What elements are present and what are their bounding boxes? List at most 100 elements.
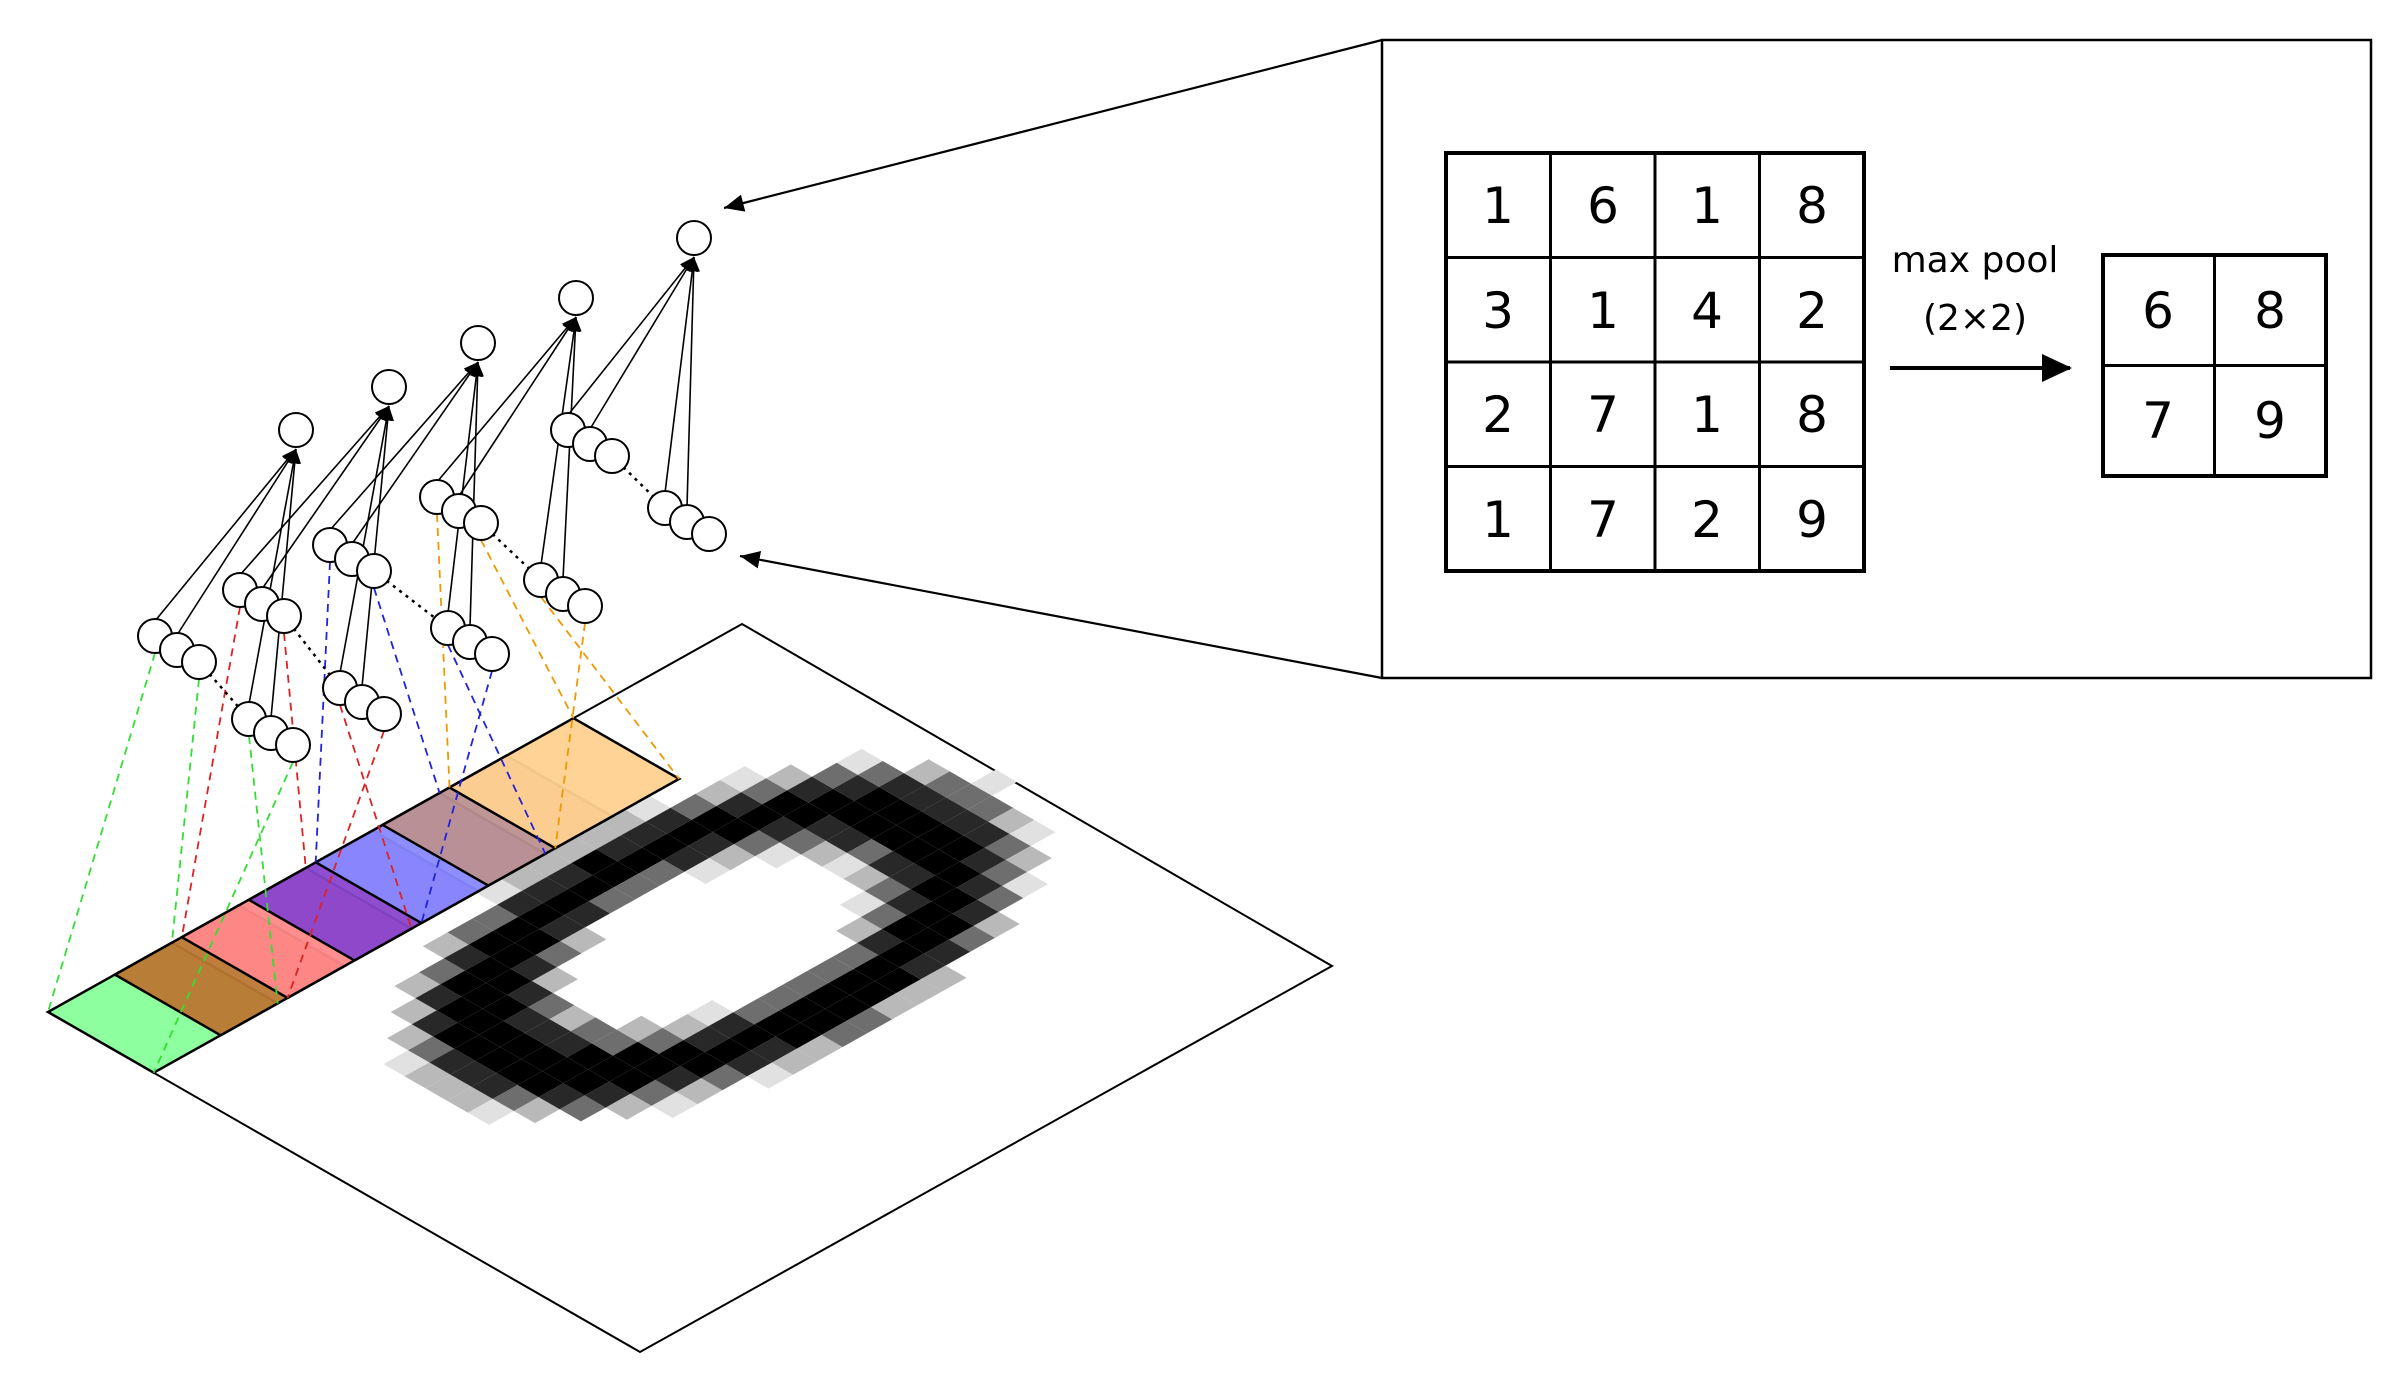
digit-pixel bbox=[651, 1092, 698, 1118]
digit-pixel bbox=[712, 818, 759, 845]
digit-pixel bbox=[408, 1036, 455, 1063]
grid-cell: 2 bbox=[1796, 282, 1828, 340]
grid-cell: 2 bbox=[1482, 386, 1514, 444]
digit-pixel bbox=[592, 861, 639, 888]
digit-pixel bbox=[518, 903, 565, 929]
grid-cell: 6 bbox=[2142, 282, 2174, 340]
pooled-neuron bbox=[278, 412, 314, 448]
digit-pixel bbox=[701, 1064, 748, 1091]
digit-pixel bbox=[545, 1031, 592, 1058]
digit-pixel bbox=[655, 1066, 702, 1092]
digit-pixel bbox=[871, 825, 918, 852]
digit-pixel bbox=[704, 1038, 751, 1065]
digit-pixel bbox=[828, 969, 875, 995]
digit-pixel bbox=[624, 795, 671, 822]
digit-pixel bbox=[440, 970, 487, 997]
digit-pixel bbox=[960, 847, 1006, 874]
digit-pixel bbox=[616, 1015, 663, 1042]
grid-cell: 8 bbox=[1796, 177, 1828, 235]
digit-pixel bbox=[878, 941, 925, 968]
digit-pixel bbox=[567, 875, 614, 902]
digit-pixel bbox=[429, 1048, 476, 1075]
neuron bbox=[567, 588, 603, 624]
digit-pixel bbox=[609, 1067, 656, 1094]
digit-pixel bbox=[605, 1093, 652, 1120]
projection-line bbox=[480, 539, 575, 719]
digit-pixel bbox=[829, 800, 876, 827]
digit-pixel bbox=[560, 927, 607, 954]
digit-pixel bbox=[796, 1034, 843, 1061]
digit-pixel bbox=[411, 1010, 458, 1037]
digit-pixel bbox=[868, 851, 915, 878]
digit-pixel bbox=[546, 863, 593, 890]
neuron-group bbox=[312, 527, 510, 672]
projection-line bbox=[373, 587, 441, 794]
digit-pixel bbox=[571, 849, 618, 876]
digit-pixel bbox=[726, 1050, 772, 1077]
digit-pixel bbox=[492, 1085, 539, 1111]
digit-pixel bbox=[747, 1062, 794, 1089]
digit-pixel bbox=[733, 998, 780, 1025]
digit-pixel bbox=[782, 970, 829, 997]
digit-pixel bbox=[588, 1055, 635, 1082]
digit-pixel bbox=[538, 1083, 585, 1110]
max-pool-label: max pool bbox=[1892, 240, 2059, 281]
digit-pixel bbox=[903, 759, 950, 786]
grid-cell: 1 bbox=[1587, 282, 1619, 340]
digit-pixel bbox=[882, 915, 928, 942]
pool-connection bbox=[447, 361, 483, 614]
digit-pixel bbox=[596, 835, 643, 862]
grid-cell: 1 bbox=[1691, 177, 1723, 235]
pool-connection bbox=[176, 448, 297, 636]
digit-pixel bbox=[584, 1081, 631, 1108]
digit-pixel bbox=[642, 833, 689, 860]
digit-pixel bbox=[804, 982, 850, 1009]
digit-pixel bbox=[892, 837, 939, 864]
grid-cell: 8 bbox=[1796, 386, 1828, 444]
digit-pixel bbox=[885, 889, 932, 916]
digit-pixel bbox=[920, 965, 967, 992]
digit-pixel bbox=[825, 826, 872, 853]
neuron bbox=[366, 696, 402, 732]
digit-pixel bbox=[383, 1050, 430, 1077]
digit-pixel bbox=[935, 861, 982, 888]
digit-pixel bbox=[638, 859, 685, 886]
digit-pixel bbox=[895, 979, 942, 1006]
digit-pixel bbox=[952, 899, 999, 926]
digit-pixel bbox=[779, 996, 826, 1023]
pool-connection bbox=[664, 256, 699, 494]
digit-pixel bbox=[472, 904, 519, 931]
grid-cell: 2 bbox=[1691, 491, 1723, 549]
grid-cell: 7 bbox=[2142, 392, 2174, 450]
digit-pixel bbox=[563, 1069, 610, 1096]
digit-pixel bbox=[833, 774, 880, 801]
digit-pixel bbox=[808, 788, 855, 815]
digit-pixel bbox=[567, 1043, 613, 1070]
digit-zero-pixels bbox=[383, 748, 1056, 1125]
digit-pixel bbox=[521, 877, 568, 903]
digit-pixel bbox=[532, 967, 578, 994]
digit-pixel bbox=[903, 927, 950, 954]
digit-pixel bbox=[822, 852, 869, 879]
digit-pixel bbox=[404, 1062, 451, 1089]
digit-pixel bbox=[708, 1012, 755, 1039]
digit-pixel bbox=[758, 816, 805, 843]
digit-pixel bbox=[924, 939, 971, 966]
digit-pixel bbox=[666, 819, 713, 846]
neuron-group bbox=[419, 479, 603, 624]
digit-pixel bbox=[875, 799, 922, 826]
pool-size-label: (2×2) bbox=[1923, 298, 2027, 339]
digit-pixel bbox=[613, 873, 660, 900]
digit-pixel bbox=[575, 823, 621, 850]
digit-pixel bbox=[687, 1000, 734, 1027]
pool-connection bbox=[351, 361, 479, 545]
digit-pixel bbox=[432, 1022, 479, 1049]
output-grid-values: 6 8 7 9 bbox=[2142, 282, 2286, 450]
neuron bbox=[463, 505, 499, 541]
neuron bbox=[356, 553, 392, 589]
pool-connection bbox=[154, 448, 297, 622]
pool-connection bbox=[339, 405, 393, 674]
digit-pixel bbox=[510, 955, 557, 981]
digit-pixel bbox=[467, 1098, 514, 1125]
